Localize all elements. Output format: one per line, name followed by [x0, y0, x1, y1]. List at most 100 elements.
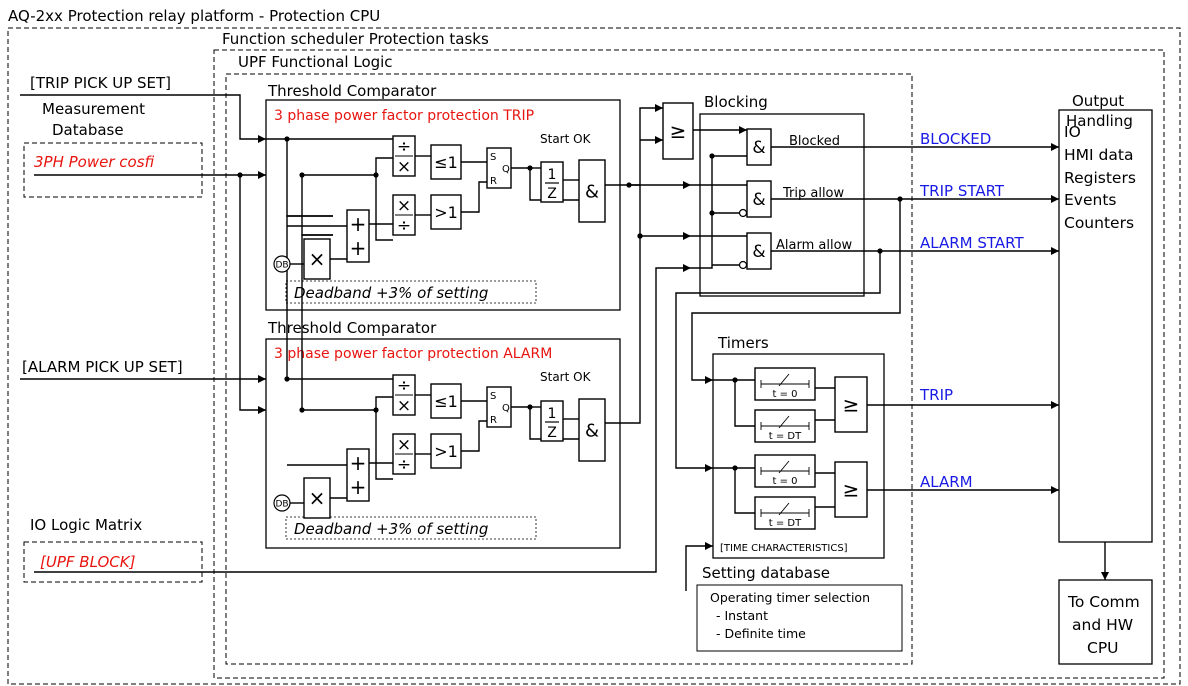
sr-set-label: S — [490, 391, 496, 402]
timers-section: Timers [TIME CHARACTERISTICS] — [712, 334, 885, 559]
deadband-label: Deadband +3% of setting — [294, 520, 488, 538]
comparator-trip-box — [265, 99, 621, 311]
multiply-divide-block-symbol: × — [397, 435, 411, 455]
ge-gate-symbol: ≥ — [843, 393, 860, 417]
trip-allow-label: Trip allow — [782, 186, 845, 201]
gt1-comparator-frame — [430, 433, 462, 469]
le1-comparator: ≤1 — [430, 144, 462, 180]
adder-symbol: + — [350, 236, 367, 260]
sr-reset-label: R — [490, 415, 497, 426]
adder-frame — [346, 448, 370, 502]
setting-db-line2: - Instant — [716, 608, 768, 623]
and-gate-symbol: & — [585, 181, 599, 202]
timer-label: t = DT — [769, 518, 802, 529]
power-cosfi-label: 3PH Power cosfi — [34, 153, 155, 171]
and-gate-symbol: & — [752, 190, 765, 210]
divide-block: ÷× — [392, 135, 416, 177]
wire — [286, 139, 333, 217]
deadband-label: Deadband +3% of setting — [294, 284, 488, 302]
blocked-label: Blocked — [789, 134, 840, 149]
and-gate-symbol: & — [752, 242, 765, 262]
comparator-alarm: Threshold Comparator 3 phase power facto… — [265, 319, 621, 549]
output-item: Registers — [1064, 169, 1136, 187]
setting-db-title: Setting database — [702, 564, 830, 582]
timer-block: t = 0 — [754, 367, 816, 401]
sr-q-label: Q — [502, 403, 510, 414]
wire — [375, 396, 393, 410]
gt1-comparator: >1 — [430, 433, 462, 469]
adder-symbol: + — [350, 212, 367, 236]
wire — [286, 215, 333, 379]
ge-gate-frame — [834, 376, 868, 433]
functional-logic-frame — [225, 73, 913, 665]
trip-pickup-label: [TRIP PICK UP SET] — [30, 74, 171, 92]
io-matrix-frame — [23, 541, 203, 583]
wire — [34, 264, 691, 573]
signal-alarm: ALARM — [920, 473, 973, 491]
wire — [461, 181, 487, 213]
signal-trip: TRIP — [919, 386, 953, 404]
multiply-block-symbol: × — [309, 486, 326, 510]
gt1-comparator-symbol: >1 — [434, 442, 458, 461]
signal-alarm-start: ALARM START — [920, 234, 1024, 252]
wiring — [20, 94, 1109, 591]
and-gate-frame — [746, 180, 772, 218]
z-denominator: Z — [547, 186, 557, 202]
ge-gate: ≥ — [662, 102, 694, 160]
platform-title: AQ-2xx Protection relay platform - Prote… — [8, 7, 380, 25]
start-ok-label: Start OK — [540, 370, 592, 384]
ge-gate-symbol: ≥ — [843, 478, 860, 502]
divide-block: ÷× — [392, 374, 416, 416]
adder-frame — [346, 209, 370, 263]
wire — [685, 542, 713, 591]
timer-label: t = 0 — [772, 389, 797, 400]
deadband-source: DB — [273, 494, 291, 512]
junction-dot — [709, 210, 715, 216]
scheduler-title: Function scheduler Protection tasks — [222, 30, 489, 48]
inverter-bubble — [738, 208, 748, 218]
adder-symbol: + — [350, 475, 367, 499]
divide-block-symbol: × — [397, 396, 411, 416]
inverter-bubble — [738, 260, 748, 270]
le1-comparator-frame — [430, 383, 462, 419]
comparator-trip-subtitle: 3 phase power factor protection TRIP — [274, 108, 534, 124]
adder-block: ++ — [346, 209, 370, 263]
alarm-pickup-label: [ALARM PICK UP SET] — [22, 358, 183, 376]
multiply-divide-block: ×÷ — [392, 433, 416, 475]
deadband-box — [285, 280, 537, 304]
wire — [691, 199, 901, 384]
timer-block: t = DT — [754, 496, 816, 530]
start-ok-label: Start OK — [540, 132, 592, 146]
multiply-divide-block-symbol: ÷ — [397, 216, 411, 236]
output-handling: Output Handling IO HMI data Registers Ev… — [1058, 92, 1153, 665]
setting-db-line1: Operating timer selection — [710, 590, 870, 605]
wire — [734, 380, 755, 427]
output-title-2: Handling — [1066, 112, 1133, 130]
wire — [375, 157, 393, 175]
wire — [302, 174, 393, 241]
timer-block: t = 0 — [754, 454, 816, 488]
divide-block-symbol: ÷ — [397, 376, 411, 396]
deadband-circle — [273, 255, 291, 273]
divide-block-symbol: × — [397, 157, 411, 177]
signal-blocked: BLOCKED — [920, 130, 991, 148]
wire — [734, 468, 755, 514]
and-gate-frame — [578, 398, 606, 462]
setting-db-box — [696, 584, 903, 652]
output-title-1: Output — [1072, 92, 1124, 110]
blocking-box — [699, 113, 865, 297]
ge-gate-symbol: ≥ — [670, 119, 687, 143]
sr-latch: S RQ — [486, 386, 512, 428]
platform-frame — [7, 27, 1181, 685]
and-gate: & — [746, 180, 772, 218]
and-gate-symbol: & — [585, 420, 599, 441]
deadband-source: DB — [273, 255, 291, 273]
blocking-title: Blocking — [704, 93, 768, 111]
output-item: HMI data — [1064, 146, 1133, 164]
comparator-trip-title: Threshold Comparator — [267, 82, 437, 100]
wire — [675, 251, 881, 472]
junction-dot — [637, 233, 643, 239]
comparator-alarm-title: Threshold Comparator — [267, 319, 437, 337]
timers-box — [712, 353, 885, 559]
gt1-comparator: >1 — [430, 194, 462, 230]
